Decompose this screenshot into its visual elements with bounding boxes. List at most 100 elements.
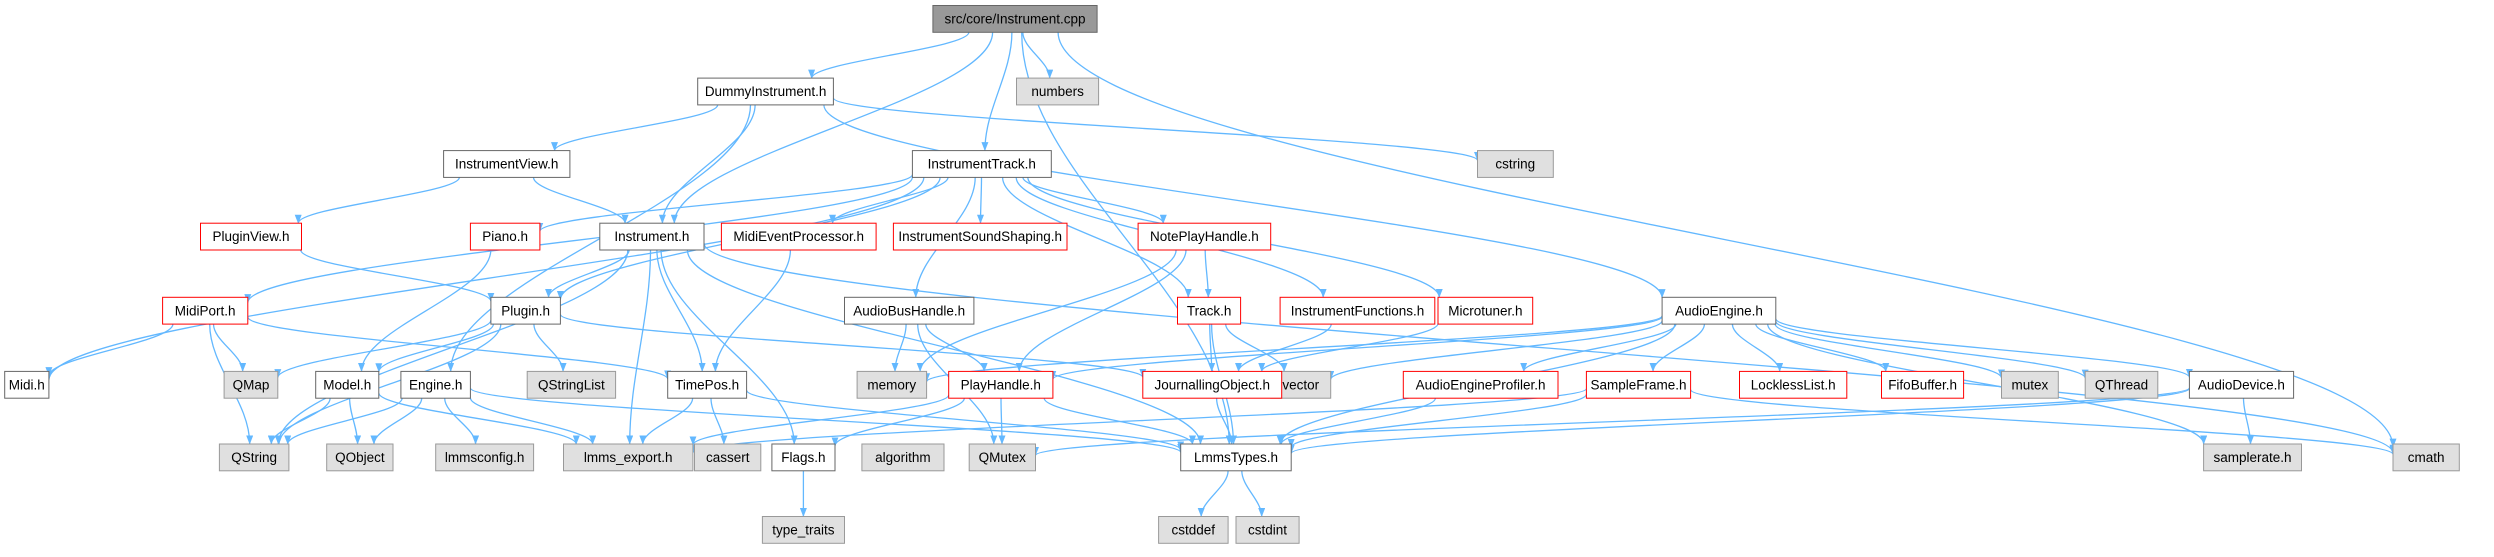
node-box-playhandle (948, 370, 1054, 399)
edge-root-to-instrumenttrack (981, 32, 1013, 152)
node-box-instrumentview (443, 150, 571, 178)
node-label-pluginview: PluginView.h (212, 229, 289, 244)
node-label-microtuner: Microtuner.h (1448, 303, 1522, 318)
node-box-lmmsconfig (435, 443, 535, 472)
edge-midievent-to-timepos (711, 249, 792, 372)
node-instrumenttrack[interactable]: InstrumentTrack.h (911, 150, 1052, 178)
edge-piano-to-model (358, 249, 492, 372)
edge-instrument-to-lmmsexport (626, 249, 652, 445)
edge-plugin-to-qmap (274, 319, 492, 379)
node-playhandle[interactable]: PlayHandle.h (948, 370, 1054, 399)
node-box-engine (400, 370, 471, 399)
node-noteplay[interactable]: NotePlayHandle.h (1137, 222, 1272, 251)
node-cstring: cstring (1477, 150, 1554, 178)
node-midiport[interactable]: MidiPort.h (162, 296, 249, 325)
node-box-samplerate (2203, 443, 2303, 472)
node-typetraits: type_traits (761, 516, 846, 544)
edge-instrumenttrack-to-midievent (829, 177, 949, 224)
edge-audioengine-to-playhandle (1049, 316, 1663, 380)
edge-instrumenttrack-to-piano (536, 174, 914, 232)
node-aeprofiler[interactable]: AudioEngineProfiler.h (1402, 370, 1559, 399)
edge-plugin-to-model (375, 323, 495, 373)
node-audiodevice[interactable]: AudioDevice.h (2188, 370, 2295, 399)
edge-dummy-to-audioengine (823, 104, 1666, 299)
node-instrumentview[interactable]: InstrumentView.h (443, 150, 571, 178)
edge-model-to-lmmsexport (378, 392, 580, 445)
edge-plugin-to-qstringlist (533, 324, 567, 372)
node-box-typetraits (761, 516, 846, 544)
edge-journalling-to-lmmstypes (1215, 398, 1236, 445)
edge-model-to-qstring (267, 398, 331, 445)
node-plugin[interactable]: Plugin.h (490, 296, 561, 325)
edge-audiodevice-to-samplerate (2242, 398, 2254, 445)
node-lmmsconfig: lmmsconfig.h (435, 443, 535, 472)
edge-pluginview-to-plugin (300, 249, 495, 302)
node-box-audioengine (1661, 296, 1777, 325)
edge-audiobus-to-playhandle (925, 323, 988, 372)
node-label-qobject: QObject (335, 450, 385, 465)
node-label-cstring: cstring (1495, 157, 1535, 172)
node-samplerate: samplerate.h (2203, 443, 2303, 472)
node-box-instrfuncs (1279, 296, 1436, 325)
node-label-dummy: DummyInstrument.h (705, 84, 827, 99)
node-box-qstringlist (526, 370, 617, 399)
node-algorithm: algorithm (861, 443, 945, 472)
node-model[interactable]: Model.h (315, 370, 380, 399)
node-label-qthread: QThread (2095, 377, 2148, 392)
node-locklesslist[interactable]: LocklessList.h (1739, 370, 1848, 399)
node-label-algorithm: algorithm (875, 450, 931, 465)
node-box-timepos (667, 370, 748, 399)
node-label-playhandle: PlayHandle.h (961, 377, 1041, 392)
node-audioengine[interactable]: AudioEngine.h (1661, 296, 1777, 325)
node-lmmstypes[interactable]: LmmsTypes.h (1180, 443, 1292, 472)
node-label-instrumenttrack: InstrumentTrack.h (928, 157, 1036, 172)
edge-audioengine-to-aeprofiler (1520, 323, 1677, 372)
node-pluginview[interactable]: PluginView.h (200, 222, 302, 251)
node-sampleframe[interactable]: SampleFrame.h (1585, 370, 1692, 399)
node-instrument[interactable]: Instrument.h (599, 222, 705, 251)
node-mutex: mutex (2001, 370, 2059, 399)
edge-engine-to-qstring (284, 397, 403, 445)
node-track[interactable]: Track.h (1177, 296, 1242, 325)
node-label-cstdint: cstdint (1248, 523, 1287, 538)
node-label-fifobuffer: FifoBuffer.h (1888, 377, 1957, 392)
edge-lmmstypes-to-cstddef (1197, 470, 1229, 517)
node-box-pluginview (200, 222, 302, 251)
node-flags[interactable]: Flags.h (771, 443, 836, 472)
node-label-audiodevice: AudioDevice.h (2198, 377, 2285, 392)
edge-audioengine-to-samplerate (1767, 323, 2208, 445)
node-microtuner[interactable]: Microtuner.h (1437, 296, 1534, 325)
node-midievent[interactable]: MidiEventProcessor.h (720, 222, 877, 251)
node-label-qmutex: QMutex (979, 450, 1027, 465)
node-midi[interactable]: Midi.h (4, 370, 50, 399)
node-cstdint: cstdint (1235, 516, 1300, 544)
edge-dummy-to-instrumentview (551, 104, 719, 152)
node-lmmsexport: lmms_export.h (563, 443, 694, 472)
node-engine[interactable]: Engine.h (400, 370, 471, 399)
edge-aeprofiler-to-lmmstypes (1277, 397, 1437, 445)
edge-noteplay-to-track (1204, 249, 1212, 298)
node-piano[interactable]: Piano.h (469, 222, 541, 251)
node-dummy[interactable]: DummyInstrument.h (697, 77, 834, 106)
node-audiobus[interactable]: AudioBusHandle.h (844, 296, 975, 325)
edge-timepos-to-cassert (710, 398, 728, 445)
node-qthread: QThread (2084, 370, 2159, 399)
node-timepos[interactable]: TimePos.h (667, 370, 748, 399)
node-soundshaping[interactable]: InstrumentSoundShaping.h (892, 222, 1068, 251)
edge-instrumentview-to-pluginview (294, 177, 461, 224)
node-label-audiobus: AudioBusHandle.h (853, 303, 965, 318)
node-label-typetraits: type_traits (772, 523, 835, 538)
edge-audioengine-to-vector (1327, 320, 1663, 381)
edge-instrument-to-plugin (545, 249, 630, 298)
node-box-lmmstypes (1180, 443, 1292, 472)
node-fifobuffer[interactable]: FifoBuffer.h (1881, 370, 1965, 399)
node-root[interactable]: src/core/Instrument.cpp (932, 5, 1098, 33)
node-box-instrument (599, 222, 705, 251)
edge-instrumenttrack-to-midiport (244, 176, 914, 304)
node-qobject: QObject (326, 443, 394, 472)
node-box-qmap (223, 370, 279, 399)
node-box-cstddef (1158, 516, 1229, 544)
node-instrfuncs[interactable]: InstrumentFunctions.h (1279, 296, 1436, 325)
node-journalling[interactable]: JournallingObject.h (1142, 370, 1283, 399)
edge-engine-to-lmmstypes (469, 387, 1184, 453)
